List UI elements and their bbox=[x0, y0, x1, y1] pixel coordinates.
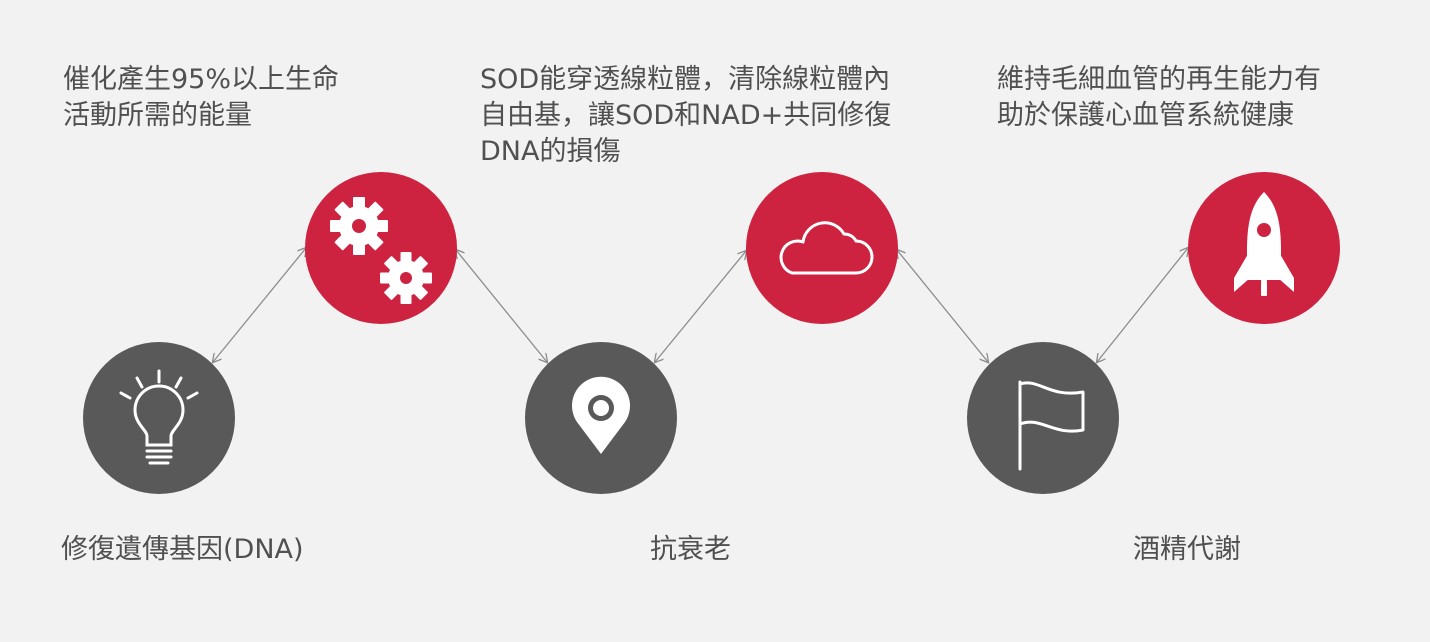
label-alcohol-metabolism: 酒精代謝 bbox=[1133, 534, 1241, 565]
location-pin-node bbox=[525, 342, 677, 494]
label-anti-aging: 抗衰老 bbox=[650, 534, 731, 565]
flag-icon bbox=[1018, 380, 1085, 471]
lightbulb-node bbox=[83, 342, 235, 494]
top-text-2: SOD能穿透線粒體，清除線粒體內 自由基，讓SOD和NAD+共同修復 DNA的損… bbox=[480, 64, 892, 167]
rocket-node bbox=[1188, 172, 1340, 324]
flag-node bbox=[967, 342, 1119, 494]
lightbulb-icon bbox=[119, 369, 199, 465]
top-text-3: 維持毛細血管的再生能力有 助於保護心血管系統健康 bbox=[997, 64, 1321, 131]
gears-icon bbox=[330, 197, 432, 304]
label-repair-dna: 修復遺傳基因(DNA) bbox=[61, 534, 304, 565]
location-pin-icon bbox=[572, 376, 630, 454]
gears-node bbox=[305, 172, 457, 324]
cloud-node bbox=[746, 172, 898, 324]
rocket-icon bbox=[1234, 192, 1294, 296]
cloud-icon bbox=[779, 221, 874, 275]
top-text-1: 催化產生95%以上生命 活動所需的能量 bbox=[63, 64, 340, 131]
